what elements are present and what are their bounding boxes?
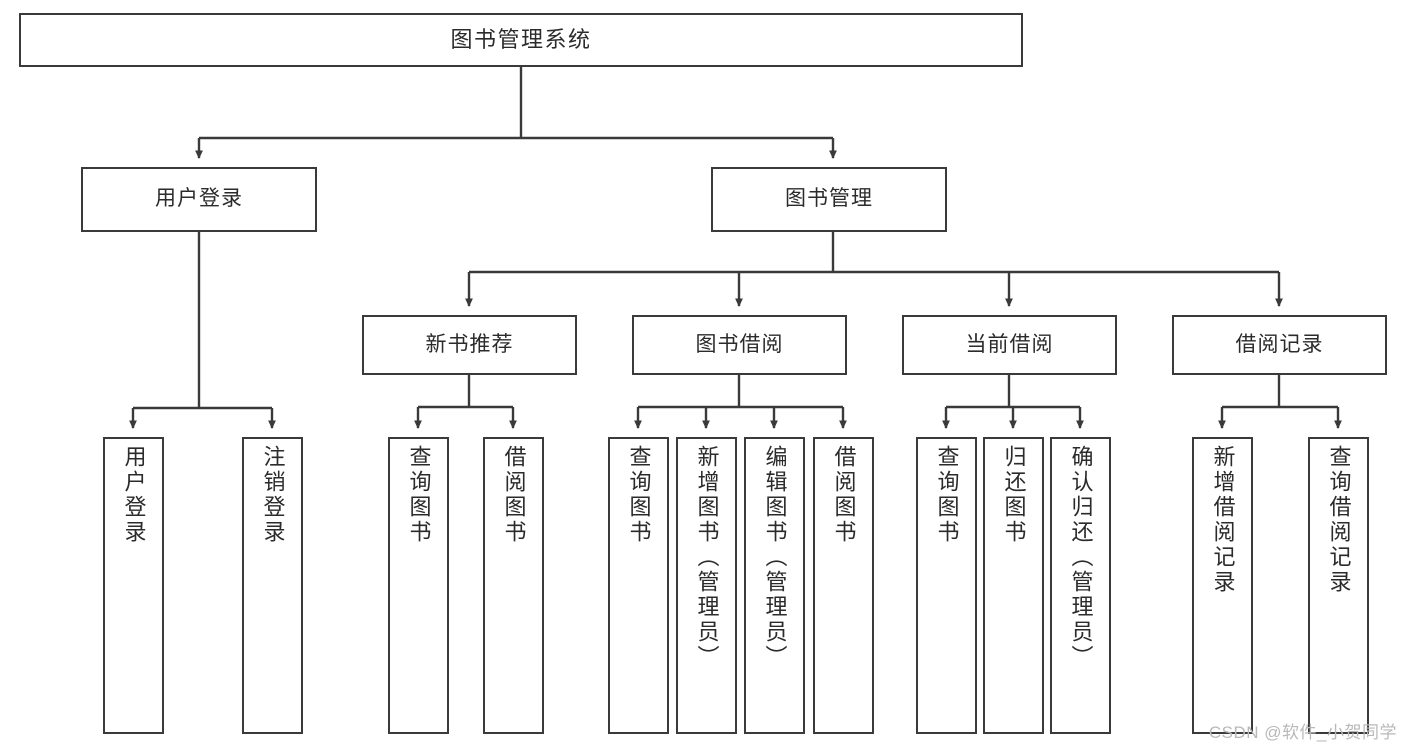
node-label: 用户登录 bbox=[155, 187, 243, 211]
node-label: 图书借阅 bbox=[695, 332, 784, 356]
node-label: 新增图书（管理员） bbox=[694, 445, 720, 670]
node-label: 编辑图书（管理员） bbox=[762, 445, 788, 670]
leaf-record-add-record[interactable]: 新增借阅记录 bbox=[1192, 437, 1253, 734]
node-user-login[interactable]: 用户登录 bbox=[81, 167, 317, 232]
node-label: 借阅图书 bbox=[831, 445, 857, 545]
node-borrow-record[interactable]: 借阅记录 bbox=[1172, 315, 1387, 375]
node-new-book-recommend[interactable]: 新书推荐 bbox=[362, 315, 577, 375]
node-label: 确认归还（管理员） bbox=[1068, 445, 1094, 670]
node-label: 查询借阅记录 bbox=[1326, 445, 1352, 595]
node-label: 图书管理 bbox=[785, 187, 873, 211]
leaf-recommend-borrow-book[interactable]: 借阅图书 bbox=[483, 437, 544, 734]
node-label: 图书管理系统 bbox=[450, 27, 592, 53]
node-root-system[interactable]: 图书管理系统 bbox=[19, 13, 1023, 67]
node-label: 归还图书 bbox=[1001, 445, 1027, 545]
node-label: 新书推荐 bbox=[425, 332, 514, 356]
node-label: 查询图书 bbox=[406, 445, 432, 545]
node-label: 查询图书 bbox=[934, 445, 960, 545]
leaf-current-confirm-return-admin[interactable]: 确认归还（管理员） bbox=[1050, 437, 1111, 734]
node-current-borrow[interactable]: 当前借阅 bbox=[902, 315, 1117, 375]
leaf-user-login-login[interactable]: 用户登录 bbox=[103, 437, 164, 734]
leaf-borrow-borrow-book[interactable]: 借阅图书 bbox=[813, 437, 874, 734]
leaf-borrow-add-book-admin[interactable]: 新增图书（管理员） bbox=[676, 437, 737, 734]
node-book-management[interactable]: 图书管理 bbox=[711, 167, 947, 232]
node-label: 注销登录 bbox=[260, 445, 286, 545]
leaf-record-query-record[interactable]: 查询借阅记录 bbox=[1308, 437, 1369, 734]
leaf-borrow-edit-book-admin[interactable]: 编辑图书（管理员） bbox=[744, 437, 805, 734]
node-label: 借阅图书 bbox=[501, 445, 527, 545]
node-label: 新增借阅记录 bbox=[1210, 445, 1236, 595]
node-label: 当前借阅 bbox=[965, 332, 1054, 356]
leaf-borrow-query-book[interactable]: 查询图书 bbox=[608, 437, 669, 734]
node-label: 用户登录 bbox=[121, 445, 147, 545]
node-book-borrow[interactable]: 图书借阅 bbox=[632, 315, 847, 375]
node-label: 借阅记录 bbox=[1235, 332, 1324, 356]
leaf-recommend-query-book[interactable]: 查询图书 bbox=[388, 437, 449, 734]
node-label: 查询图书 bbox=[626, 445, 652, 545]
leaf-user-login-logout[interactable]: 注销登录 bbox=[242, 437, 303, 734]
leaf-current-return-book[interactable]: 归还图书 bbox=[983, 437, 1044, 734]
leaf-current-query-book[interactable]: 查询图书 bbox=[916, 437, 977, 734]
